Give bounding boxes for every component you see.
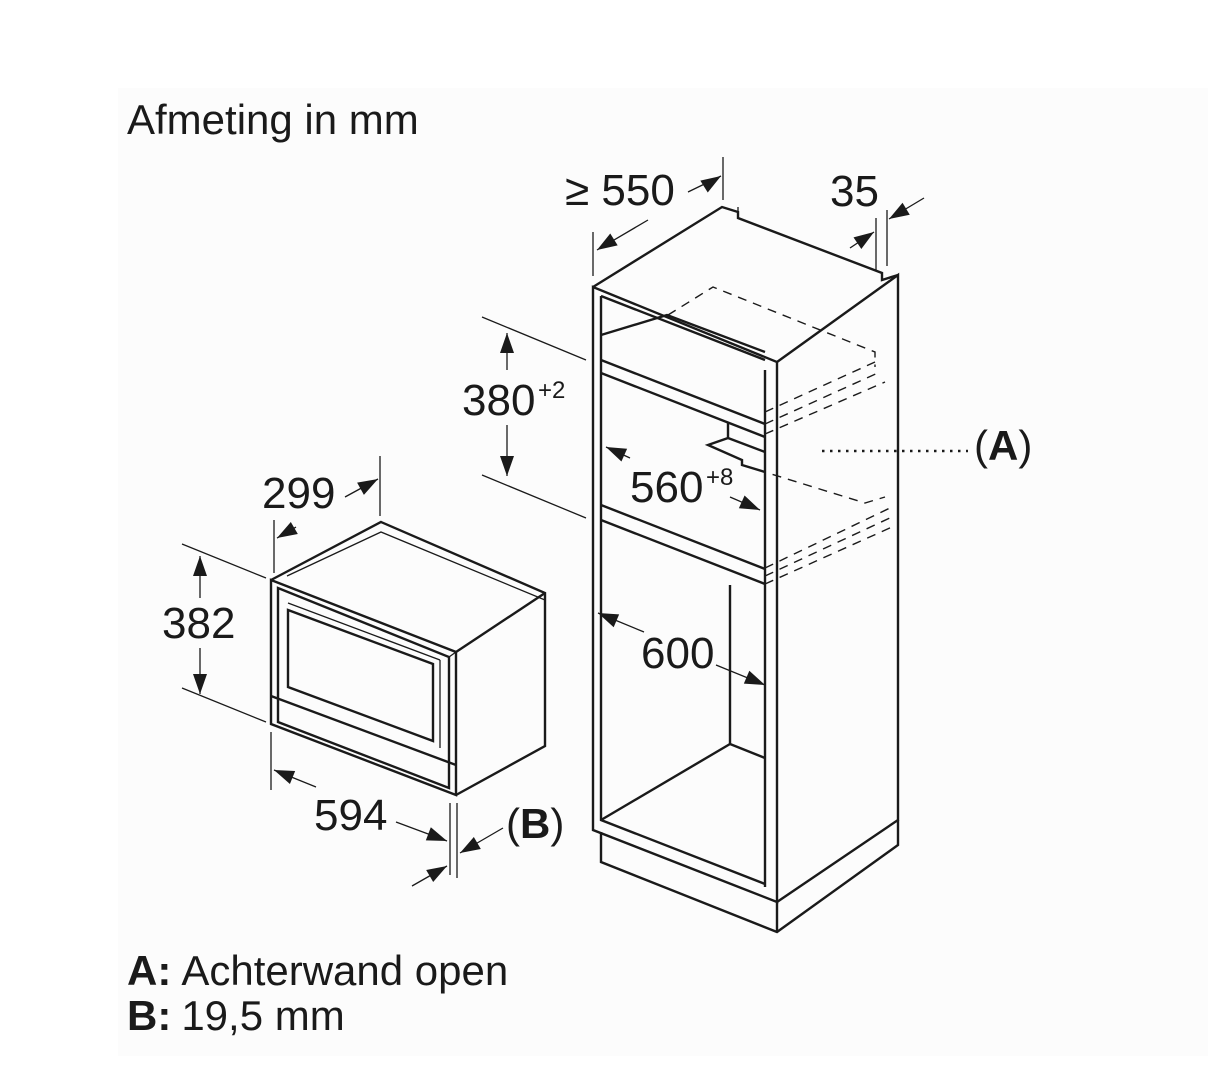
microwave-appliance — [269, 520, 547, 797]
dimension-appliance-depth: 299 — [262, 456, 382, 573]
legend-key-b: B: — [127, 992, 171, 1039]
dim-cabinet-width-label: 600 — [641, 629, 714, 678]
dimension-reference-b: (B) — [411, 800, 564, 887]
legend-item-b: B:19,5 mm — [127, 992, 345, 1039]
dim-appliance-depth-label: 299 — [262, 469, 335, 518]
legend-text-a: Achterwand open — [181, 947, 508, 994]
dimension-niche-height: 380 +2 — [462, 316, 587, 519]
drawing-title: Afmeting in mm — [127, 96, 419, 143]
tall-cabinet — [591, 205, 900, 934]
reference-a-callout: (A) — [822, 422, 1032, 469]
dim-appliance-height-label: 382 — [162, 599, 235, 648]
dim-appliance-width-label: 594 — [314, 791, 387, 840]
dimension-depth-min: ≥ 550 — [565, 157, 725, 276]
legend-key-a: A: — [127, 947, 171, 994]
dim-depth-min-label: ≥ 550 — [565, 166, 675, 215]
dimension-niche-width: 560 +8 — [603, 440, 763, 517]
dimension-appliance-height: 382 — [162, 543, 267, 723]
dim-niche-width-tolerance: +8 — [706, 464, 733, 491]
diagram-sheet — [118, 88, 1208, 1056]
dim-niche-height-tolerance: +2 — [538, 377, 565, 404]
dim-niche-width-label: 560 — [630, 463, 703, 512]
legend: A:Achterwand open B:19,5 mm — [127, 947, 508, 1039]
dim-niche-height-label: 380 — [462, 376, 535, 425]
legend-item-a: A:Achterwand open — [127, 947, 508, 994]
reference-a-letter: A — [988, 422, 1018, 469]
reference-b-letter: B — [520, 800, 550, 847]
reference-a-marker: (A) — [974, 422, 1032, 469]
dim-panel-thickness-label: 35 — [830, 167, 879, 216]
dimension-cabinet-width: 600 — [595, 606, 768, 692]
dimension-panel-thickness: 35 — [830, 167, 925, 270]
reference-b-marker: (B) — [506, 800, 564, 847]
dimension-appliance-width: 594 — [270, 732, 451, 875]
legend-text-b: 19,5 mm — [181, 992, 344, 1039]
